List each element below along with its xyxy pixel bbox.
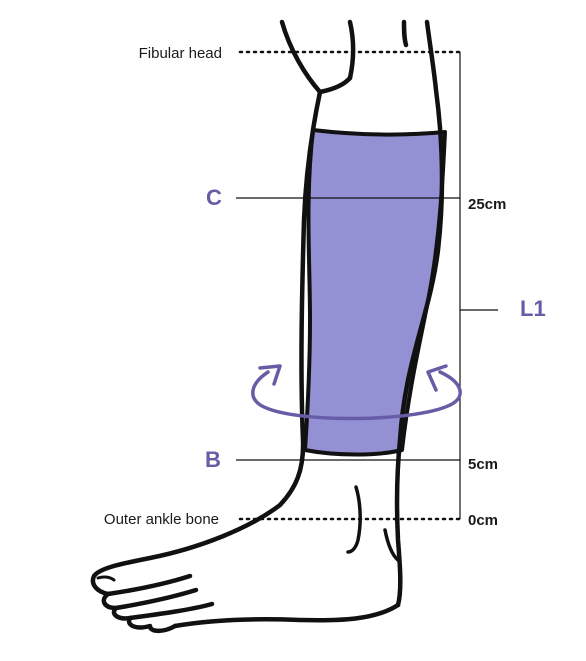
mark-25cm-label: 25cm (468, 196, 506, 213)
outer-ankle-bone-label: Outer ankle bone (104, 511, 219, 528)
mark-5cm-label: 5cm (468, 456, 498, 473)
compression-sleeve (303, 128, 447, 457)
point-c-label: C (206, 185, 222, 210)
leg-outline (90, 19, 445, 634)
reference-lines (236, 50, 498, 521)
circumference-arrow-icon (251, 364, 462, 421)
length-l1-label: L1 (520, 296, 546, 321)
fibular-head-label: Fibular head (139, 45, 222, 62)
mark-0cm-label: 0cm (468, 512, 498, 529)
point-b-label: B (205, 447, 221, 472)
